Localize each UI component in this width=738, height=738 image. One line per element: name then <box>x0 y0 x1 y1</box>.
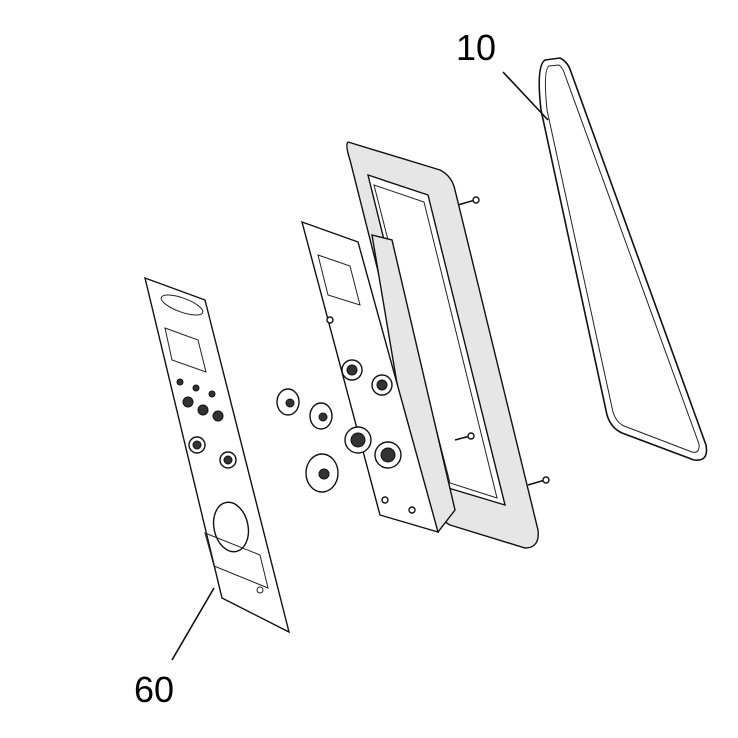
callout-10: 10 <box>456 27 497 68</box>
plate-part <box>300 220 456 534</box>
frame-part <box>346 141 550 549</box>
front-panel-part <box>144 276 291 634</box>
gasket-part <box>538 57 708 462</box>
button-knobs <box>276 388 339 493</box>
leader-line-60 <box>171 587 215 661</box>
callout-60: 60 <box>134 669 175 710</box>
leader-line-10 <box>502 71 549 121</box>
